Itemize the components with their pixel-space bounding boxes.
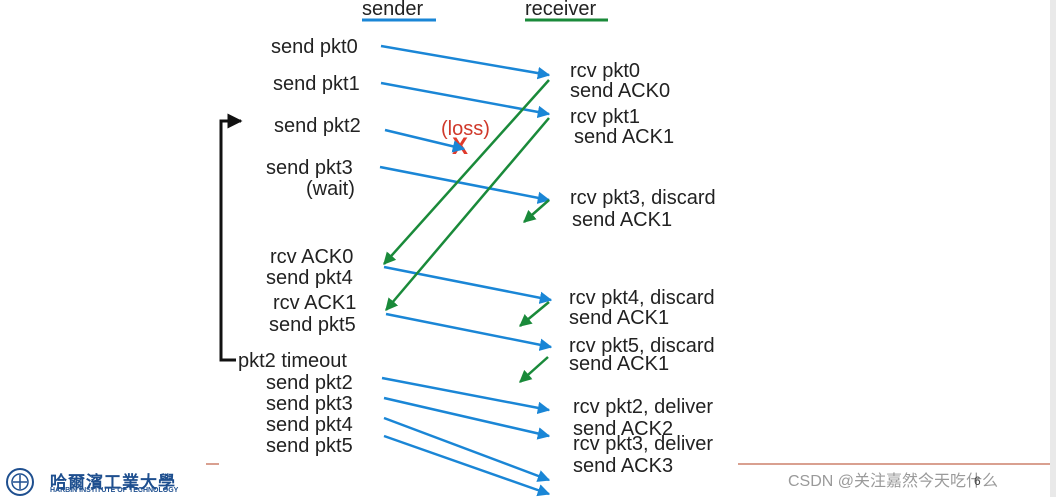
receiver-event-send-ack2: send ACK2 (573, 418, 674, 440)
receiver-event-rcv-pkt3-deliver: rcv pkt3, deliver (573, 433, 714, 455)
receiver-header: receiver (525, 0, 597, 20)
footer-rule-right (738, 463, 1056, 465)
sender-event-rcv-ack1: rcv ACK1 (273, 292, 357, 314)
arrow-resend-pkt4 (383, 416, 551, 482)
sender-event-resend-pkt2: send pkt2 (266, 372, 353, 394)
arrow-ack1-dup-b (519, 301, 550, 327)
footer-rule-left (206, 463, 219, 465)
arrow-pkt3 (379, 165, 551, 204)
csdn-watermark: CSDN @关注嘉然今天吃什么 (788, 473, 999, 490)
sender-event-resend-pkt4: send pkt4 (266, 414, 353, 436)
receiver-event-send-ack1-c: send ACK1 (569, 353, 670, 375)
receiver-event-rcv-pkt1: rcv pkt1 (570, 106, 641, 128)
arrow-ack0 (383, 79, 550, 265)
sender-event-resend-pkt5: send pkt5 (266, 435, 353, 457)
timeout-bracket (219, 113, 243, 362)
sender-event-send-pkt5: send pkt5 (269, 314, 356, 336)
sender-event-send-pkt3: send pkt3 (266, 157, 353, 179)
receiver-event-rcv-pkt2-deliver: rcv pkt2, deliver (573, 396, 714, 418)
right-edge-strip (1050, 0, 1056, 497)
receiver-event-rcv-pkt5-discard: rcv pkt5, discard (569, 335, 715, 357)
loss-label: (loss) (441, 118, 490, 140)
page-number: 6 (974, 474, 981, 488)
sender-event-wait: (wait) (306, 178, 355, 200)
receiver-event-send-ack1-b: send ACK1 (569, 307, 670, 329)
arrow-ack1-dup-a (523, 199, 550, 223)
receiver-event-send-ack1-a: send ACK1 (572, 209, 673, 231)
sender-header: sender (362, 0, 424, 20)
university-logo (6, 468, 34, 496)
receiver-event-send-ack0: send ACK0 (570, 80, 671, 102)
arrow-resend-pkt5 (383, 434, 551, 497)
sender-event-send-pkt2: send pkt2 (274, 115, 361, 137)
arrow-pkt4 (383, 265, 553, 304)
sender-event-pkt2-timeout: pkt2 timeout (238, 350, 347, 372)
arrow-resend-pkt2 (381, 376, 551, 415)
arrow-ack1 (385, 117, 550, 311)
receiver-event-rcv-pkt3-discard: rcv pkt3, discard (570, 187, 716, 209)
receiver-event-send-ack1: send ACK1 (574, 126, 675, 148)
sender-event-send-pkt1: send pkt1 (273, 73, 360, 95)
sender-event-send-pkt0: send pkt0 (271, 36, 358, 58)
sender-event-resend-pkt3: send pkt3 (266, 393, 353, 415)
receiver-event-rcv-pkt0: rcv pkt0 (570, 60, 641, 82)
arrow-pkt5 (385, 312, 553, 351)
arrow-pkt2-lost (384, 128, 466, 153)
receiver-event-rcv-pkt4-discard: rcv pkt4, discard (569, 287, 715, 309)
sender-event-rcv-ack0: rcv ACK0 (270, 246, 354, 268)
arrow-ack1-dup-c (519, 356, 549, 383)
logo-english-text: HARBIN INSTITUTE OF TECHNOLOGY (50, 487, 179, 494)
sender-event-send-pkt4: send pkt4 (266, 267, 353, 289)
arrow-pkt0 (380, 44, 551, 80)
arrow-resend-pkt3 (383, 396, 551, 440)
arrow-pkt1 (380, 81, 551, 119)
receiver-event-send-ack3: send ACK3 (573, 455, 674, 477)
logo-chinese-text: 哈爾濱工業大學 (50, 473, 176, 493)
